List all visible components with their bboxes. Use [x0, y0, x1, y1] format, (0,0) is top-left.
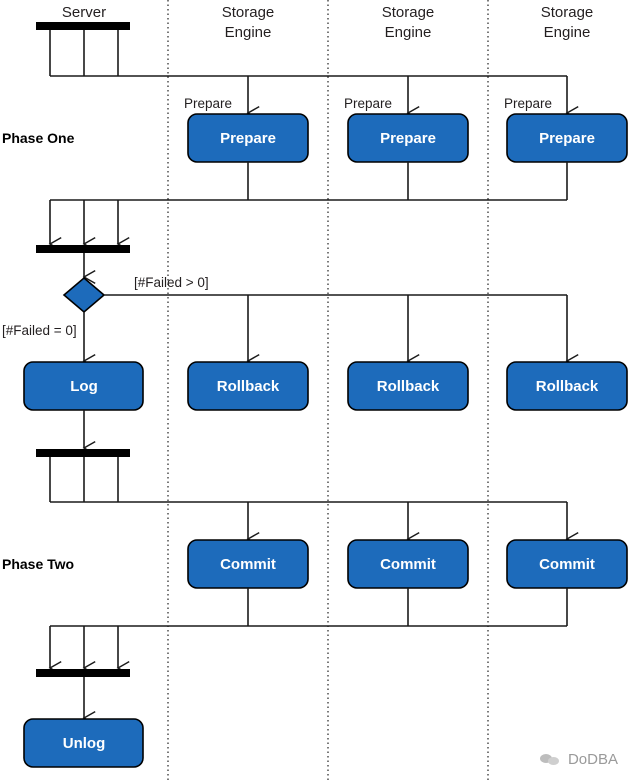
rollback-node-3: Rollback: [506, 361, 628, 411]
phase-one-label: Phase One: [2, 130, 75, 146]
join-bar-commit: [36, 669, 130, 677]
lane-title-engine3-line1: Storage: [541, 4, 594, 21]
unlog-node-label: Unlog: [63, 735, 106, 752]
prepare-node-1: Prepare: [187, 113, 309, 163]
commit-node-1-label: Commit: [220, 556, 276, 573]
log-node: Log: [23, 361, 144, 411]
edge-label-prepare-1: Prepare: [184, 96, 232, 111]
edge-label-prepare-2: Prepare: [344, 96, 392, 111]
lane-title-engine1-line2: Engine: [225, 24, 272, 41]
join-lines-prepare: [50, 162, 568, 201]
commit-node-3: Commit: [506, 539, 628, 589]
decision-diamond: [62, 276, 106, 314]
watermark-text: DoDBA: [567, 751, 618, 768]
rollback-node-1-label: Rollback: [217, 378, 280, 395]
log-node-label: Log: [70, 378, 98, 395]
edge-label-failed-gt: [#Failed > 0]: [134, 275, 209, 290]
rollback-node-2: Rollback: [347, 361, 469, 411]
rollback-node-3-label: Rollback: [536, 378, 599, 395]
commit-node-2: Commit: [347, 539, 469, 589]
edge-label-failed-eq: [#Failed = 0]: [2, 323, 77, 338]
fork-lines-prepare: [49, 30, 567, 77]
lane-title-engine1-line1: Storage: [222, 4, 275, 21]
fork-bar-prepare: [36, 22, 130, 30]
rollback-node-2-label: Rollback: [377, 378, 440, 395]
fork-bar-commit: [36, 449, 130, 457]
prepare-node-3-label: Prepare: [539, 130, 595, 147]
commit-node-2-label: Commit: [380, 556, 436, 573]
commit-node-1: Commit: [187, 539, 309, 589]
rollback-node-1: Rollback: [187, 361, 309, 411]
phase-two-label: Phase Two: [2, 556, 74, 572]
join-lines-commit: [50, 588, 568, 627]
prepare-node-2-label: Prepare: [380, 130, 436, 147]
watermark: DoDBA: [539, 751, 618, 768]
fork-lines-commit: [49, 457, 567, 503]
lane-title-engine2-line2: Engine: [385, 24, 432, 41]
lane-title-engine2-line1: Storage: [382, 4, 435, 21]
chat-bubble-icon: [539, 752, 562, 768]
prepare-node-2: Prepare: [347, 113, 469, 163]
prepare-node-3: Prepare: [506, 113, 628, 163]
prepare-node-1-label: Prepare: [220, 130, 276, 147]
edge-label-prepare-3: Prepare: [504, 96, 552, 111]
lane-title-server: Server: [62, 4, 106, 21]
join-bar-prepare: [36, 245, 130, 253]
commit-node-3-label: Commit: [539, 556, 595, 573]
unlog-node: Unlog: [23, 718, 144, 768]
lane-title-engine3-line2: Engine: [544, 24, 591, 41]
